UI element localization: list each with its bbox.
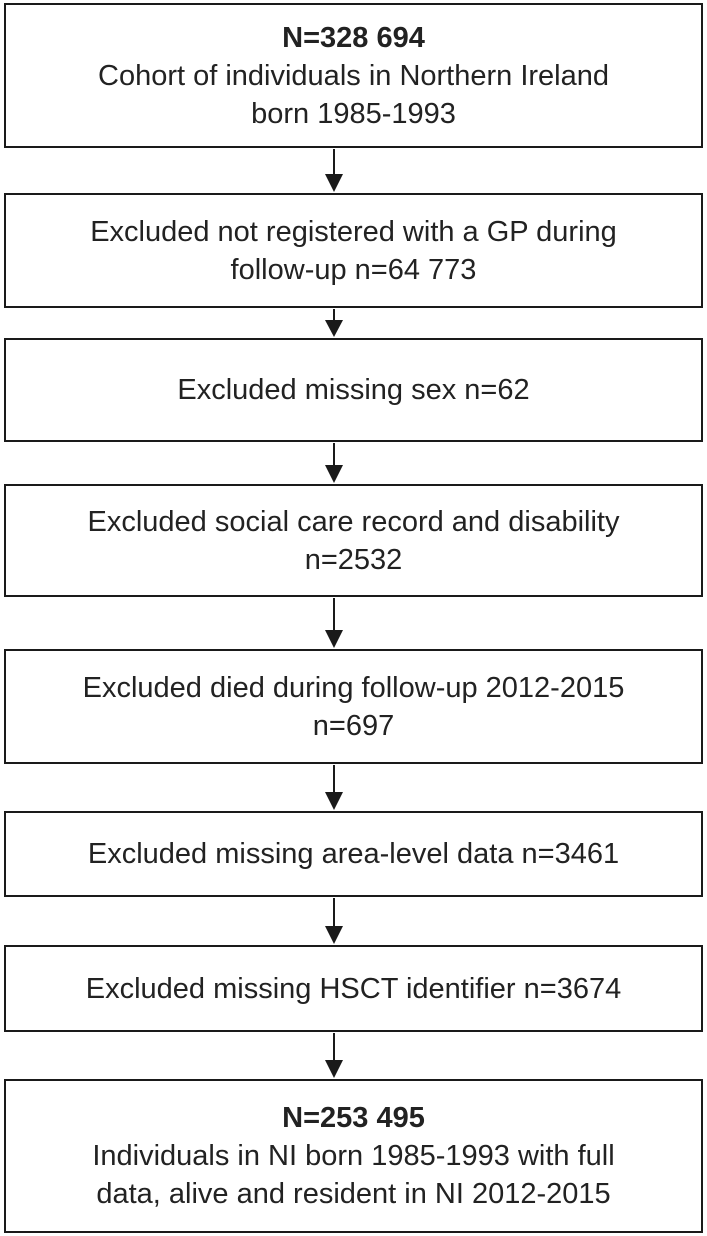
box-line: Excluded missing area-level data n=3461 <box>87 838 620 870</box>
arrow-cohort-to-gp <box>325 149 343 192</box>
box-line: Excluded missing sex n=62 <box>177 374 530 406</box>
box-heading: N=328 694 <box>282 21 425 54</box>
box-cohort: N=328 694 Cohort of individuals in North… <box>4 3 703 148</box>
box-line: Cohort of individuals in Northern Irelan… <box>98 59 609 92</box>
box-line: Excluded not registered with a GP during <box>90 215 617 248</box>
arrow-sex-to-social-care <box>325 443 343 483</box>
arrow-area-to-hsct <box>325 898 343 944</box>
box-line: follow-up n=64 773 <box>230 253 477 286</box>
box-line: born 1985-1993 <box>251 97 456 130</box>
box-excl-died: Excluded died during follow-up 2012-2015… <box>4 649 703 764</box>
box-excl-gp: Excluded not registered with a GP during… <box>4 193 703 308</box>
box-excl-sex: Excluded missing sex n=62 <box>4 338 703 442</box>
box-line: n=697 <box>312 709 395 742</box>
box-line: Excluded missing HSCT identifier n=3674 <box>85 972 622 1005</box>
box-line: Individuals in NI born 1985-1993 with fu… <box>92 1140 615 1172</box>
box-line: Excluded social care record and disabili… <box>87 505 620 538</box>
arrow-gp-to-sex <box>325 309 343 337</box>
arrow-social-care-to-died <box>325 598 343 648</box>
box-line: n=2532 <box>304 543 403 576</box>
box-excl-hsct: Excluded missing HSCT identifier n=3674 <box>4 945 703 1032</box>
arrow-hsct-to-final <box>325 1033 343 1078</box>
box-excl-social-care: Excluded social care record and disabili… <box>4 484 703 597</box>
box-line: data, alive and resident in NI 2012-2015 <box>96 1178 611 1210</box>
box-excl-area: Excluded missing area-level data n=3461 <box>4 811 703 897</box>
arrow-died-to-area <box>325 765 343 810</box>
box-line: Excluded died during follow-up 2012-2015 <box>82 671 625 704</box>
box-final: N=253 495 Individuals in NI born 1985-19… <box>4 1079 703 1233</box>
box-heading: N=253 495 <box>282 1102 425 1134</box>
